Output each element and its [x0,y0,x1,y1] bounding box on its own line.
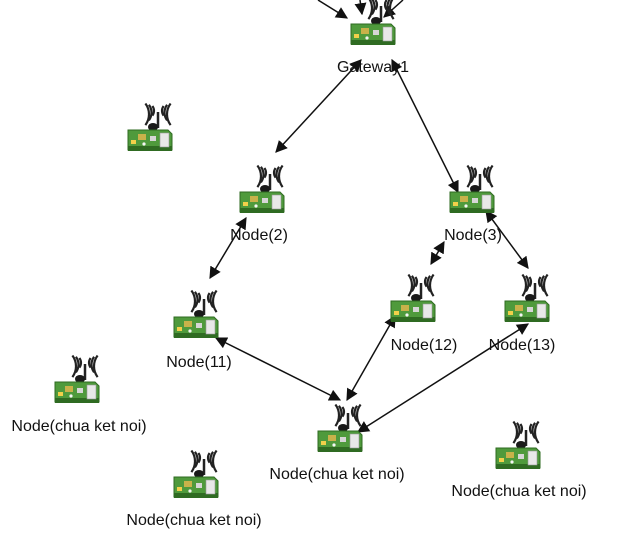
node-u1[interactable]: Node(chua ket noi) [11,354,147,436]
node-label-u4: Node(chua ket noi) [451,483,586,500]
wireless-sensor-node-icon [173,289,219,338]
link-n13-u2 [356,323,530,433]
node-label-u3: Node(chua ket noi) [126,512,261,529]
link-n2-n11 [209,216,247,280]
wireless-sensor-node-icon [495,420,541,469]
wireless-sensor-node-icon [239,164,285,213]
node-u2[interactable]: Node(chua ket noi) [269,403,405,484]
node-n2[interactable]: Node(2) [230,164,288,245]
node-n12[interactable]: Node(12) [390,273,458,355]
links-layer [209,0,530,433]
node-label-n11: Node(11) [166,354,232,371]
link-n12-u2 [346,314,396,402]
node-label-n12: Node(12) [391,337,458,354]
link-gateway1-n3 [391,58,459,194]
node-gateway1[interactable]: Gateway1 [337,0,409,76]
link-gateway1-n2 [275,59,362,153]
link-n3-n12 [430,240,445,266]
wireless-sensor-node-icon [173,449,219,498]
node-label-n13: Node(13) [489,337,556,354]
offscreen-link-0 [317,0,349,19]
wireless-sensor-node-icon [350,0,396,45]
wireless-sensor-node-icon [317,403,363,452]
wireless-sensor-node-icon [127,102,173,151]
node-n13[interactable]: Node(13) [489,273,556,355]
node-n3[interactable]: Node(3) [444,164,502,245]
offscreen-link-1 [354,0,367,16]
wireless-sensor-node-icon [390,273,436,322]
wireless-sensor-node-icon [504,273,550,322]
node-label-n2: Node(2) [230,227,288,244]
wireless-sensor-node-icon [54,354,100,403]
link-n11-u2 [214,337,342,401]
node-u5[interactable] [127,102,173,152]
link-n3-n13 [485,210,529,269]
offscreen-link-2 [383,0,404,18]
node-label-n3: Node(3) [444,227,502,244]
node-n11[interactable]: Node(11) [166,289,232,372]
node-u3[interactable]: Node(chua ket noi) [126,449,262,530]
node-label-gateway1: Gateway1 [337,59,409,76]
node-label-u2: Node(chua ket noi) [269,466,404,483]
node-label-u1: Node(chua ket noi) [11,418,146,435]
node-u4[interactable]: Node(chua ket noi) [451,420,587,501]
wireless-sensor-node-icon [449,164,495,213]
